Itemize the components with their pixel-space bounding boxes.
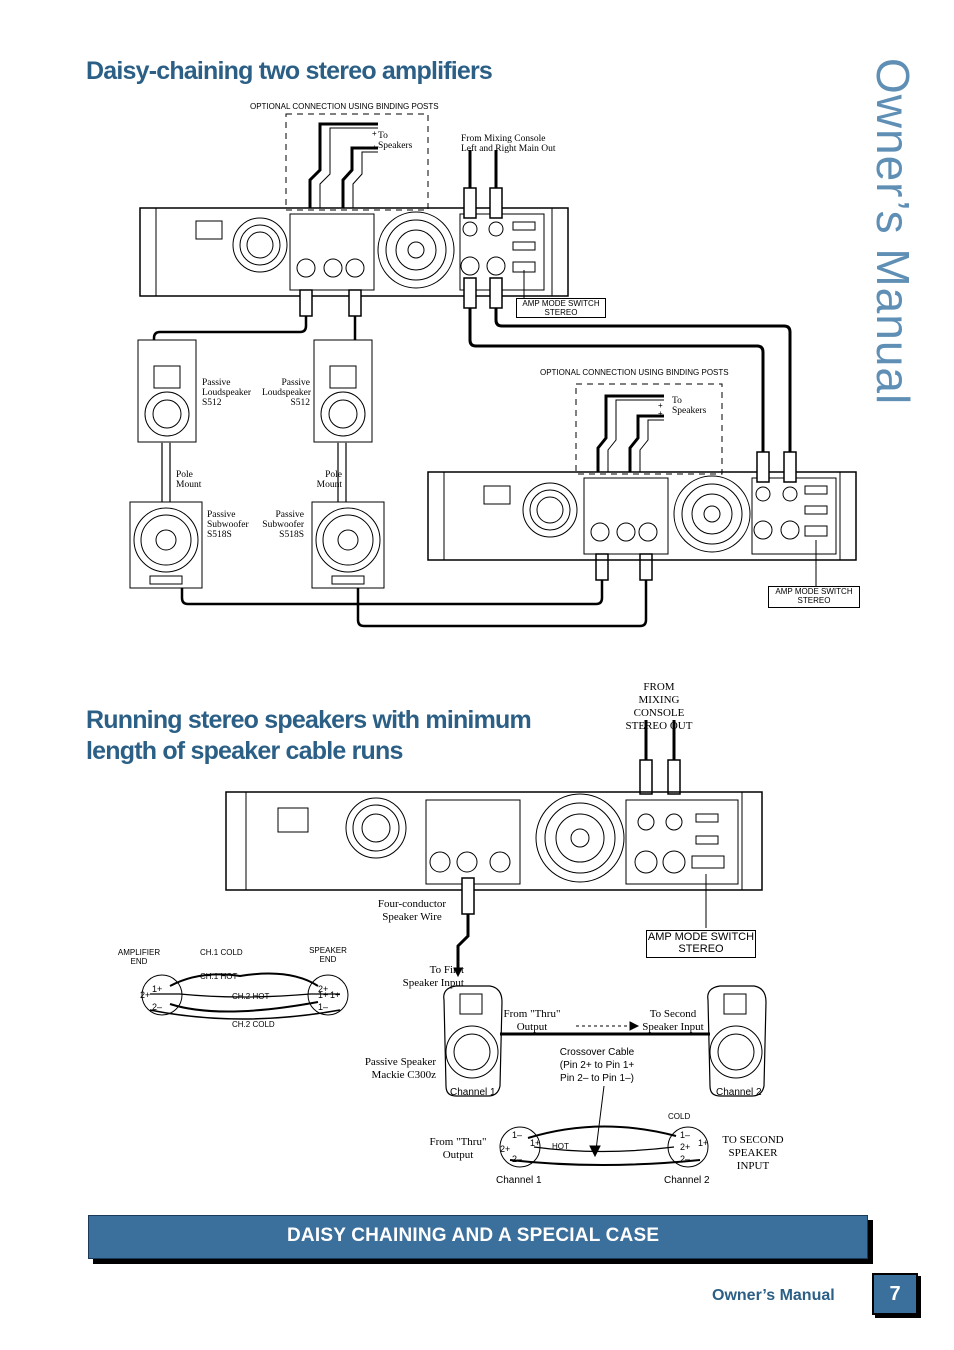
section-banner: DAISY CHAINING AND A SPECIAL CASE (88, 1215, 868, 1259)
channel2-label-b: Channel 2 (664, 1175, 710, 1186)
channel1-label: Channel 1 (450, 1087, 496, 1098)
section-banner-text: DAISY CHAINING AND A SPECIAL CASE (287, 1225, 660, 1246)
svg-text:1+: 1+ (530, 1138, 540, 1148)
footer-title: Owner’s Manual (712, 1287, 835, 1304)
amp-mode-box-section2: AMP MODE SWITCH STEREO (646, 930, 756, 958)
to-second-speaker-label: To Second Speaker Input (642, 1008, 704, 1033)
to-first-speaker-label: To First Speaker Input (402, 964, 464, 989)
from-console-label: From Mixing Console Left and Right Main … (461, 134, 556, 154)
svg-text:2+: 2+ (500, 1144, 510, 1154)
svg-text:2–: 2– (152, 1002, 162, 1012)
svg-text:+: + (658, 401, 663, 410)
from-thru-output-label-2: From "Thru" Output (429, 1136, 487, 1161)
svg-text:2–: 2– (680, 1154, 690, 1164)
pole-mount-left-label: Pole Mount (176, 470, 202, 490)
to-speakers-label-top: To Speakers (378, 131, 413, 151)
ch2-hot-label: CH.2 HOT (232, 992, 270, 1001)
svg-text:1+: 1+ (698, 1138, 708, 1148)
optional-connection-label-top: OPTIONAL CONNECTION USING BINDING POSTS (250, 102, 439, 111)
svg-text:1+: 1+ (330, 990, 340, 1000)
binding-posts-box-top (285, 113, 429, 211)
speaker-end-label: SPEAKER END (309, 946, 347, 964)
binding-posts-box-mid (575, 383, 723, 475)
svg-text:1–: 1– (680, 1130, 690, 1140)
svg-text:2+: 2+ (140, 990, 150, 1000)
svg-text:+: + (658, 409, 663, 418)
ch1-hot-label: CH.1 HOT (200, 972, 238, 981)
section2-title: Running stereo speakers with minimum len… (86, 705, 532, 767)
hot-label: HOT (552, 1142, 569, 1151)
section2-title-line2: length of speaker cable runs (86, 737, 403, 765)
svg-text:1–: 1– (512, 1130, 522, 1140)
special-case-diagram: 1+2+2– 1+1+2+1– 1–2+1+2– 1–2+1+2– (140, 720, 767, 1168)
svg-text:1–: 1– (318, 1002, 328, 1012)
passive-speaker-label: Passive Speaker Mackie C300z (364, 1056, 436, 1081)
section2-title-line1: Running stereo speakers with minimum (86, 706, 532, 734)
section1-title: Daisy-chaining two stereo amplifiers (86, 57, 493, 85)
loudspeaker-right-label: Passive Loudspeaker S512 (262, 378, 312, 408)
loudspeaker-left-label: Passive Loudspeaker S512 (202, 378, 252, 408)
to-speakers-label-mid: To Speakers (672, 396, 707, 416)
pole-mount-right-label: Pole Mount (316, 470, 342, 490)
optional-connection-label-mid: OPTIONAL CONNECTION USING BINDING POSTS (540, 368, 729, 377)
from-mixing-console-label: FROM MIXING CONSOLE STEREO OUT (625, 681, 693, 732)
page-number: 7 (889, 1283, 901, 1305)
amp-mode-box-bottom: AMP MODE SWITCH STEREO (768, 586, 860, 608)
amp-mode-box-top: AMP MODE SWITCH STEREO (516, 298, 606, 318)
cold-label: COLD (668, 1112, 691, 1121)
svg-text:1+: 1+ (152, 984, 162, 994)
four-conductor-label: Four-conductor Speaker Wire (377, 898, 447, 923)
daisy-chain-diagram: ++ ++ (129, 113, 857, 628)
to-second-speaker-input-label: TO SECOND SPEAKER INPUT (722, 1134, 784, 1172)
svg-text:2+: 2+ (318, 984, 328, 994)
amplifier-end-label: AMPLIFIER END (117, 948, 161, 966)
from-thru-output-label: From "Thru" Output (503, 1008, 561, 1033)
subwoofer-left-label: Passive Subwoofer S518S (207, 510, 249, 540)
svg-text:2–: 2– (512, 1154, 522, 1164)
svg-text:+: + (372, 143, 377, 152)
subwoofer-right-label: Passive Subwoofer S518S (262, 510, 304, 540)
svg-text:1+: 1+ (318, 990, 328, 1000)
svg-text:2+: 2+ (680, 1142, 690, 1152)
channel2-label: Channel 2 (716, 1087, 762, 1098)
ch1-cold-label: CH.1 COLD (200, 948, 243, 957)
amplifier-2-chassis (427, 471, 857, 561)
ch2-cold-label: CH.2 COLD (232, 1020, 275, 1029)
page-number-box: 7 (872, 1273, 918, 1315)
channel1-label-b: Channel 1 (496, 1175, 542, 1186)
svg-text:+: + (372, 129, 377, 138)
amplifier-3-chassis (225, 791, 763, 891)
crossover-cable-label: Crossover Cable (Pin 2+ to Pin 1+ Pin 2–… (559, 1047, 635, 1084)
